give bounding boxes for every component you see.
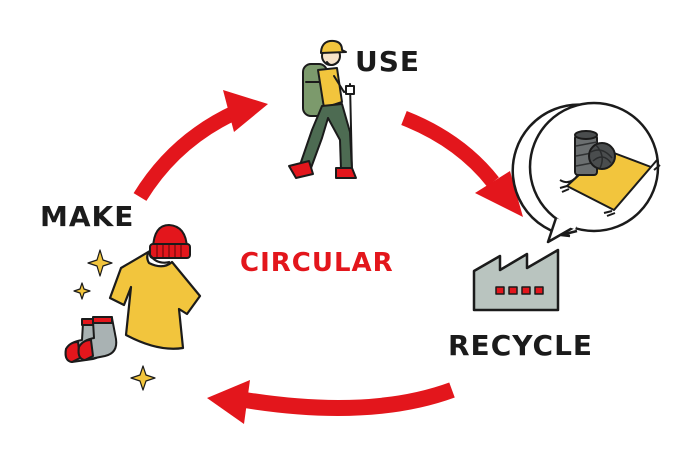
- shirt-icon: [108, 249, 202, 350]
- use-label: USE: [355, 45, 421, 78]
- socks-icon: [64, 316, 118, 363]
- center-label: CIRCULAR: [240, 248, 394, 278]
- beanie-icon: [149, 224, 191, 259]
- yarn-and-fabric-icon: [559, 130, 661, 217]
- arrow-make-to-use: [133, 90, 268, 201]
- arrow-recycle-to-make: [207, 380, 455, 424]
- hiker-icon: [288, 39, 357, 179]
- recycle-label: RECYCLE: [448, 329, 594, 362]
- make-label: MAKE: [40, 200, 135, 233]
- sparkle-icon: [73, 249, 156, 391]
- factory-icon: [472, 248, 560, 312]
- arrow-use-to-recycle: [401, 111, 523, 217]
